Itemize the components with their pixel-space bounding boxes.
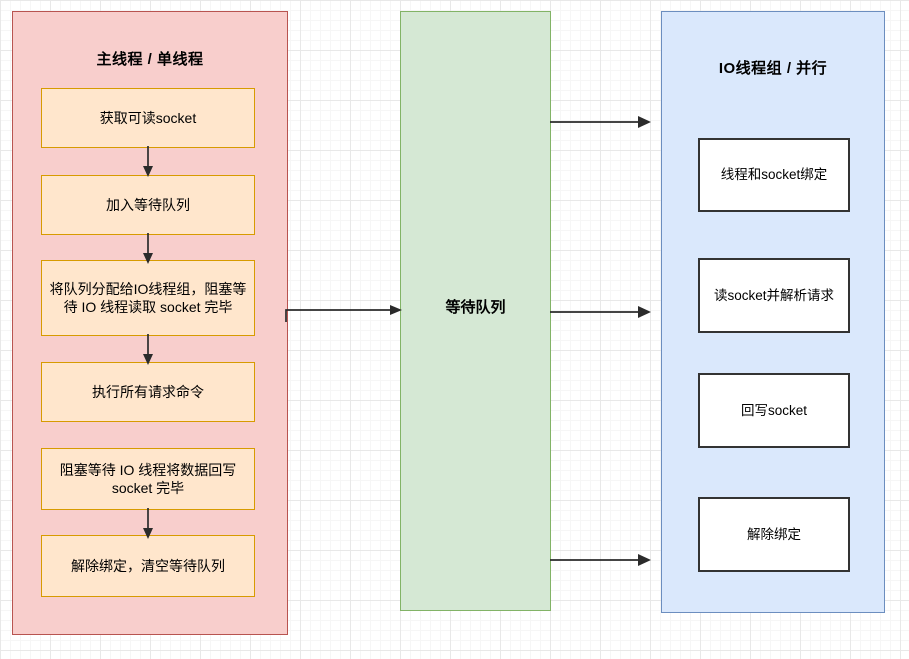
swimlane-main-thread-title: 主线程 / 单线程 [96,51,204,68]
connector-queue-to-io-middle [550,306,651,318]
main-step-2[interactable]: 加入等待队列 [41,175,255,235]
main-step-3[interactable]: 将队列分配给IO线程组，阻塞等待 IO 线程读取 socket 完毕 [41,260,255,336]
io-step-3[interactable]: 回写socket [698,373,850,448]
io-step-1[interactable]: 线程和socket绑定 [698,138,850,212]
swimlane-wait-queue[interactable] [400,11,551,611]
connector-main-1-to-2 [143,146,153,177]
connector-queue-to-io-bottom [550,554,651,566]
connector-main-3-to-4 [143,334,153,365]
connector-queue-to-io-top [550,116,651,128]
main-step-1[interactable]: 获取可读socket [41,88,255,148]
main-step-6[interactable]: 解除绑定，清空等待队列 [41,535,255,597]
main-step-4[interactable]: 执行所有请求命令 [41,362,255,422]
io-step-4[interactable]: 解除绑定 [698,497,850,572]
connector-main-5-to-6 [143,508,153,539]
io-step-2[interactable]: 读socket并解析请求 [698,258,850,333]
wait-queue-label: 等待队列 [445,299,506,316]
connector-main-to-queue [285,305,402,322]
connector-main-2-to-3 [143,233,153,264]
main-step-5[interactable]: 阻塞等待 IO 线程将数据回写 socket 完毕 [41,448,255,510]
swimlane-io-threads-title: IO线程组 / 并行 [718,60,828,77]
